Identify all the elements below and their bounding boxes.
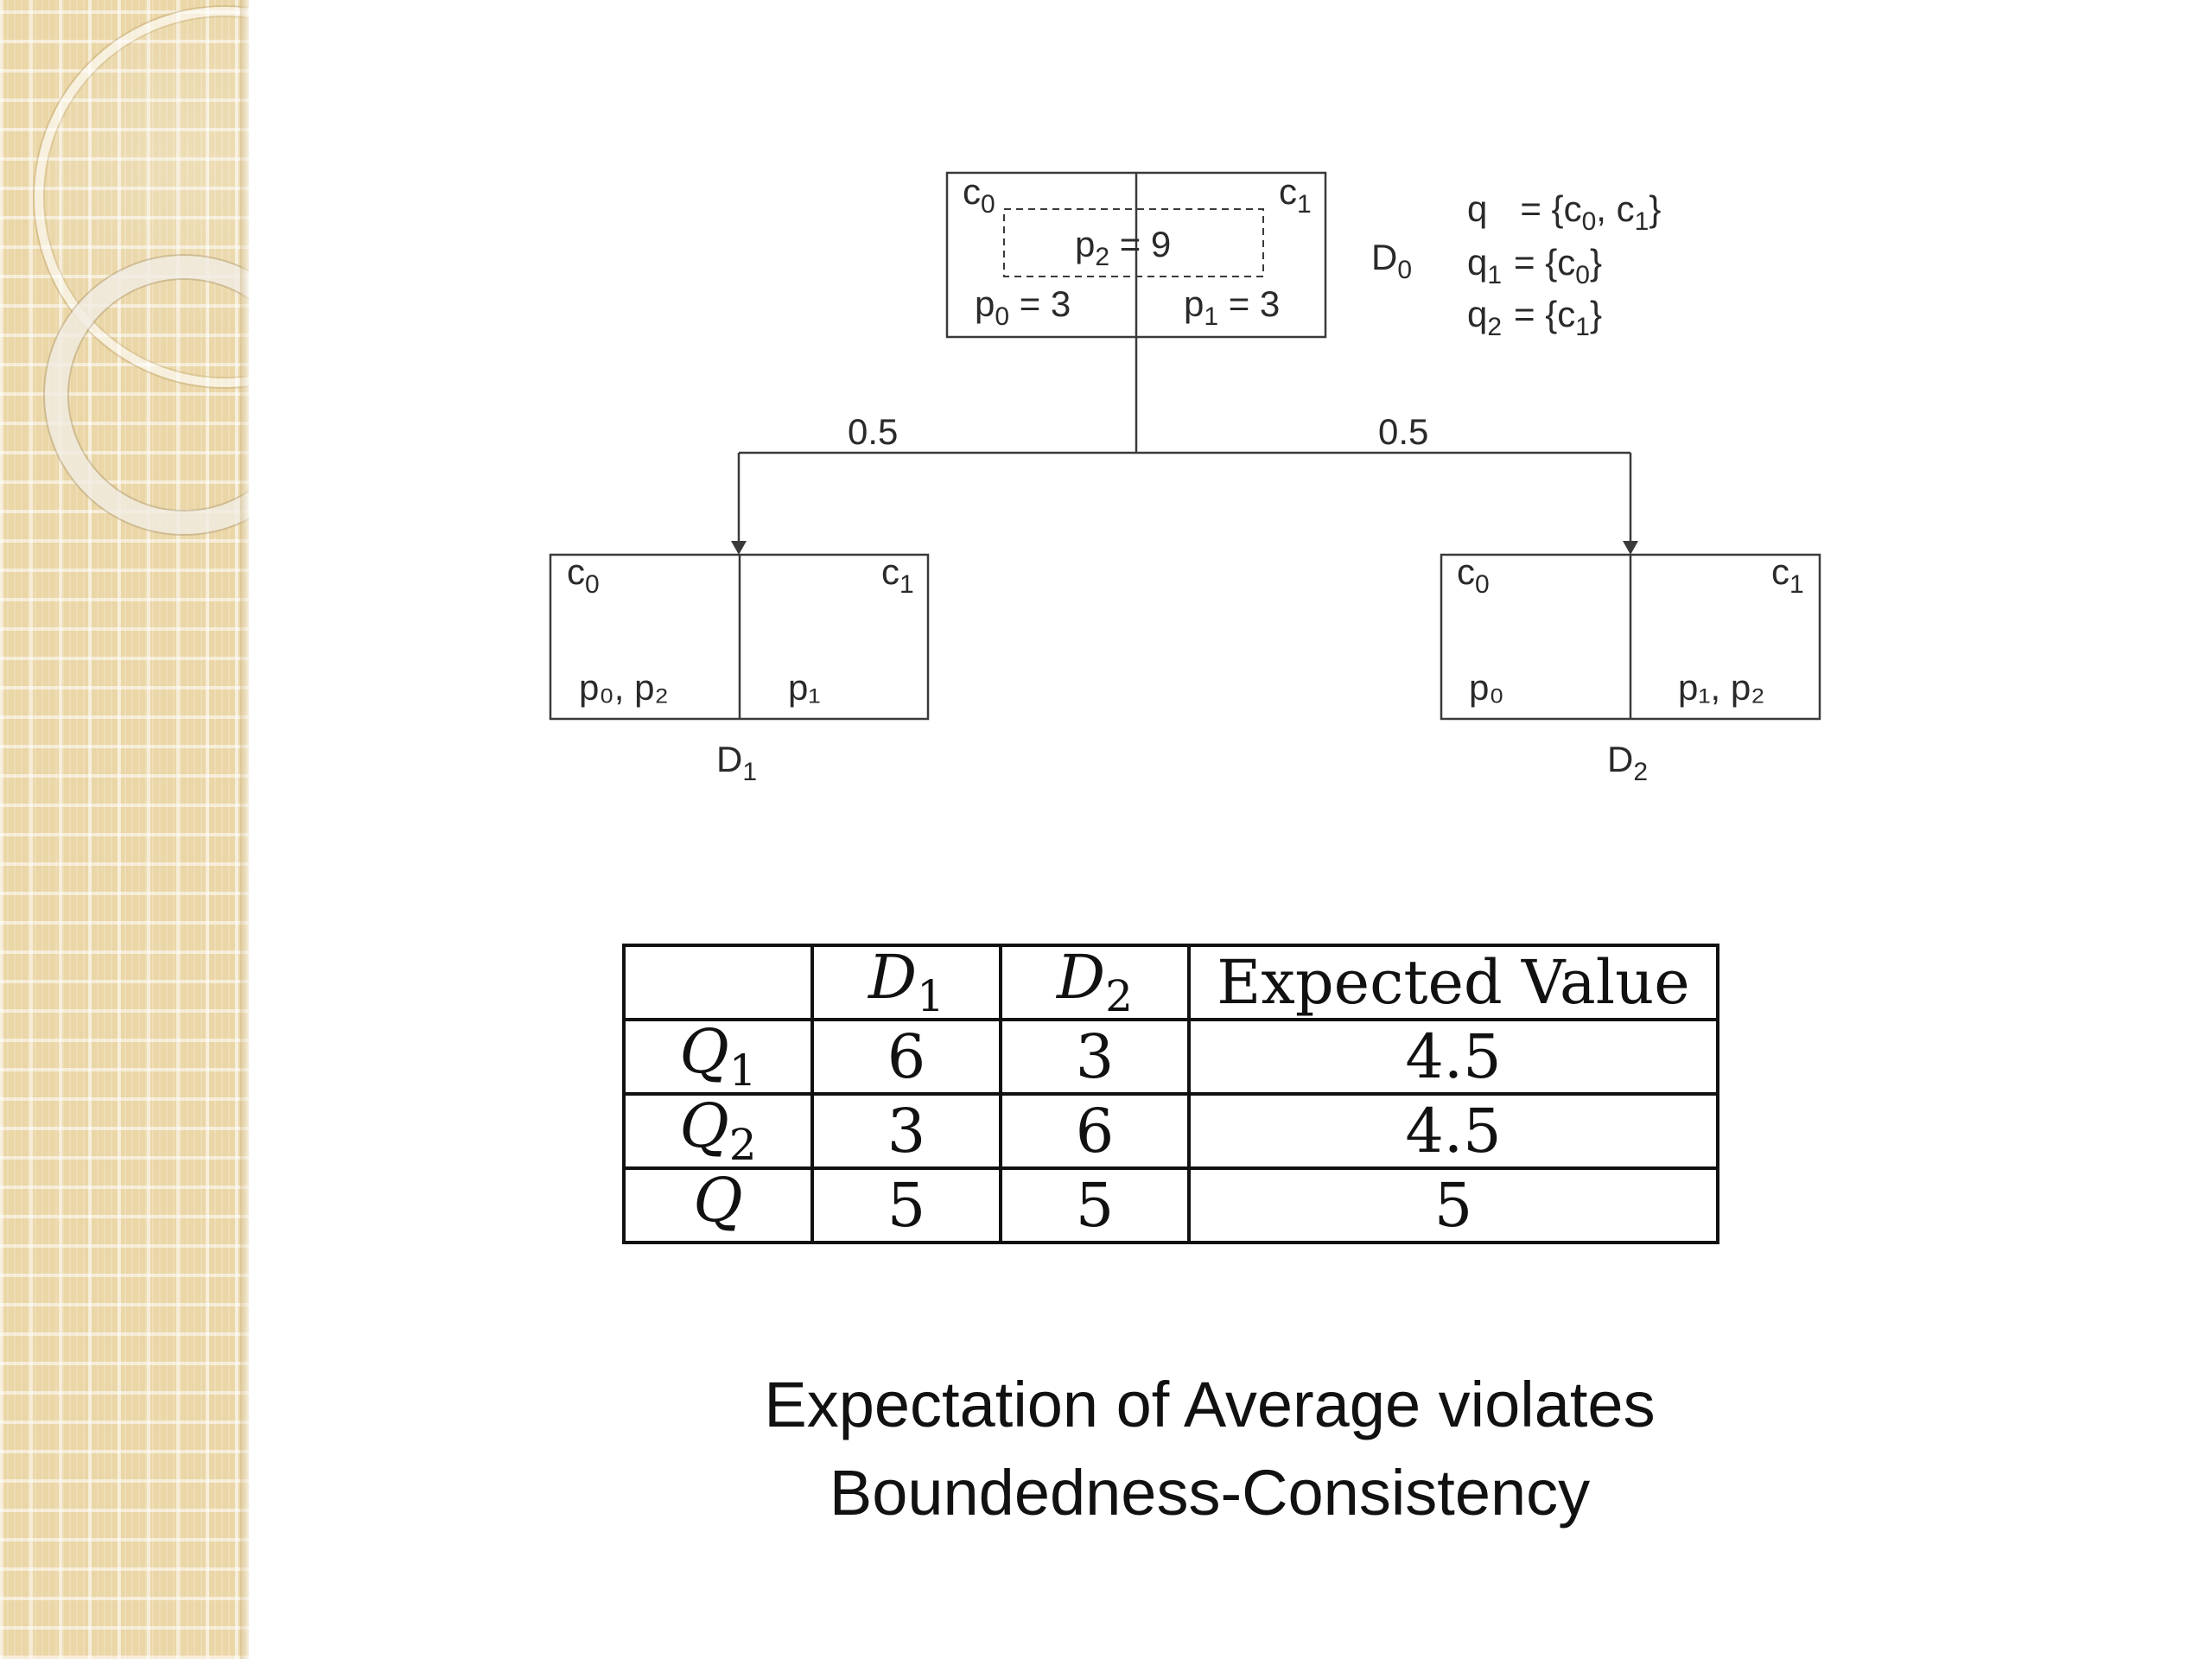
cell-d1: 3 [812, 1094, 1001, 1168]
root-left-value: p0 = 3 [975, 283, 1071, 331]
header-corner-cell [624, 945, 812, 1020]
d2-label: D2 [1607, 739, 1648, 786]
cell-expected-value: 5 [1189, 1168, 1718, 1243]
tree-edges: 0.5 0.5 [731, 337, 1638, 555]
d1-right-contents: p₁ [788, 667, 821, 708]
right-arrowhead [1623, 541, 1638, 555]
left-edge-probability: 0.5 [848, 411, 898, 452]
d2-right-contents: p₁, p₂ [1678, 667, 1765, 708]
d1-cell-left-label: c0 [567, 551, 600, 599]
row-label: Q [624, 1168, 812, 1243]
table-row: Q2 3 6 4.5 [624, 1094, 1718, 1168]
cell-d1: 6 [812, 1020, 1001, 1094]
root-label: D0 [1371, 237, 1412, 284]
table-row: Q1 6 3 4.5 [624, 1020, 1718, 1094]
d2-left-contents: p₀ [1469, 667, 1504, 708]
query-definitions: q= {c0, c1} q1= {c0} q2= {c1} [1467, 188, 1661, 341]
cell-expected-value: 4.5 [1189, 1020, 1718, 1094]
child-node-d2: c0 c1 p₀ p₁, p₂ D2 [1441, 551, 1820, 786]
cell-d2: 6 [1001, 1094, 1189, 1168]
caption-line-2: Boundedness-Consistency [432, 1449, 1987, 1537]
slide-caption: Expectation of Average violates Boundedn… [432, 1361, 1987, 1537]
d1-cell-right-label: c1 [881, 551, 914, 599]
cell-d2: 5 [1001, 1168, 1189, 1243]
cell-expected-value: 4.5 [1189, 1094, 1718, 1168]
root-right-value: p1 = 3 [1184, 283, 1280, 331]
left-arrowhead [731, 541, 747, 555]
expected-value-table-container: D1 D2 Expected Value Q1 6 3 4.5 Q2 3 6 4… [622, 944, 1719, 1244]
root-cell-left-label: c0 [963, 171, 995, 219]
expected-value-table: D1 D2 Expected Value Q1 6 3 4.5 Q2 3 6 4… [622, 944, 1719, 1244]
child-node-d1: c0 c1 p₀, p₂ p₁ D1 [550, 551, 928, 786]
table-header-row: D1 D2 Expected Value [624, 945, 1718, 1020]
right-edge-probability: 0.5 [1378, 411, 1428, 452]
root-cell-right-label: c1 [1279, 171, 1312, 219]
header-d2: D2 [1001, 945, 1189, 1020]
d1-left-contents: p₀, p₂ [579, 667, 669, 708]
header-expected-value: Expected Value [1189, 945, 1718, 1020]
d2-cell-left-label: c0 [1457, 551, 1490, 599]
query-q: q= {c0, c1} [1467, 188, 1661, 236]
query-q2: q2= {c1} [1467, 294, 1602, 341]
header-d1: D1 [812, 945, 1001, 1020]
row-label: Q1 [624, 1020, 812, 1094]
root-inner-value: p2 = 9 [1075, 224, 1171, 271]
cell-d1: 5 [812, 1168, 1001, 1243]
query-q1: q1= {c0} [1467, 242, 1602, 289]
table-row: Q 5 5 5 [624, 1168, 1718, 1243]
d2-cell-right-label: c1 [1771, 551, 1804, 599]
caption-line-1: Expectation of Average violates [432, 1361, 1987, 1449]
root-node: c0 c1 p2 = 9 p0 = 3 p1 = 3 D0 [947, 171, 1412, 337]
decision-tree-diagram: c0 c1 p2 = 9 p0 = 3 p1 = 3 D0 q= {c0, c1… [0, 0, 2212, 864]
cell-d2: 3 [1001, 1020, 1189, 1094]
d1-label: D1 [716, 739, 757, 786]
row-label: Q2 [624, 1094, 812, 1168]
